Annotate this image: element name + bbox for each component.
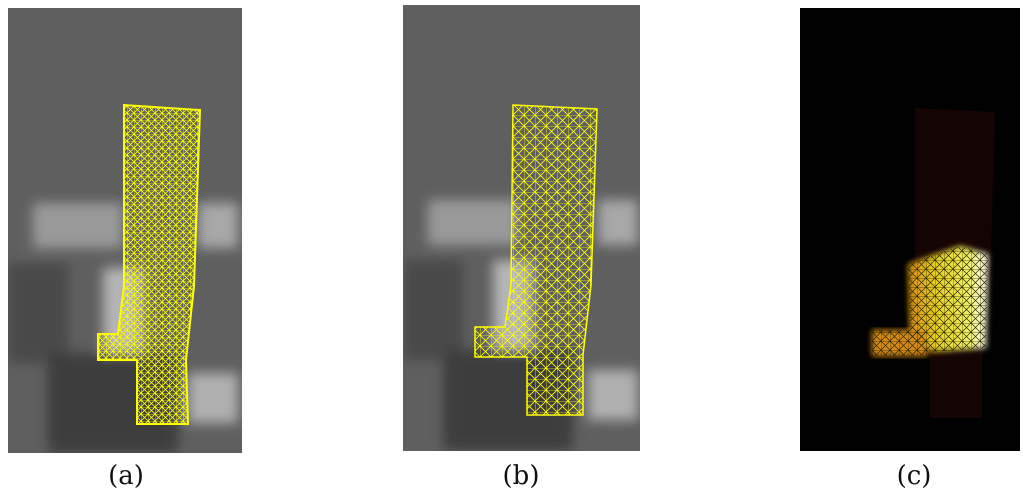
mesh-overlay xyxy=(97,103,202,425)
panel-a-svg xyxy=(8,8,242,453)
panel-c-svg xyxy=(800,8,1020,451)
panel-b-image xyxy=(403,5,640,451)
caption-c: (c) xyxy=(896,461,932,491)
panel-b-svg xyxy=(403,5,640,451)
panel-a-image xyxy=(8,8,242,453)
panel-c-image xyxy=(800,8,1020,451)
caption-a: (a) xyxy=(108,461,144,491)
caption-b: (b) xyxy=(502,461,540,491)
heat-region xyxy=(872,246,988,356)
mesh-overlay xyxy=(474,104,598,416)
